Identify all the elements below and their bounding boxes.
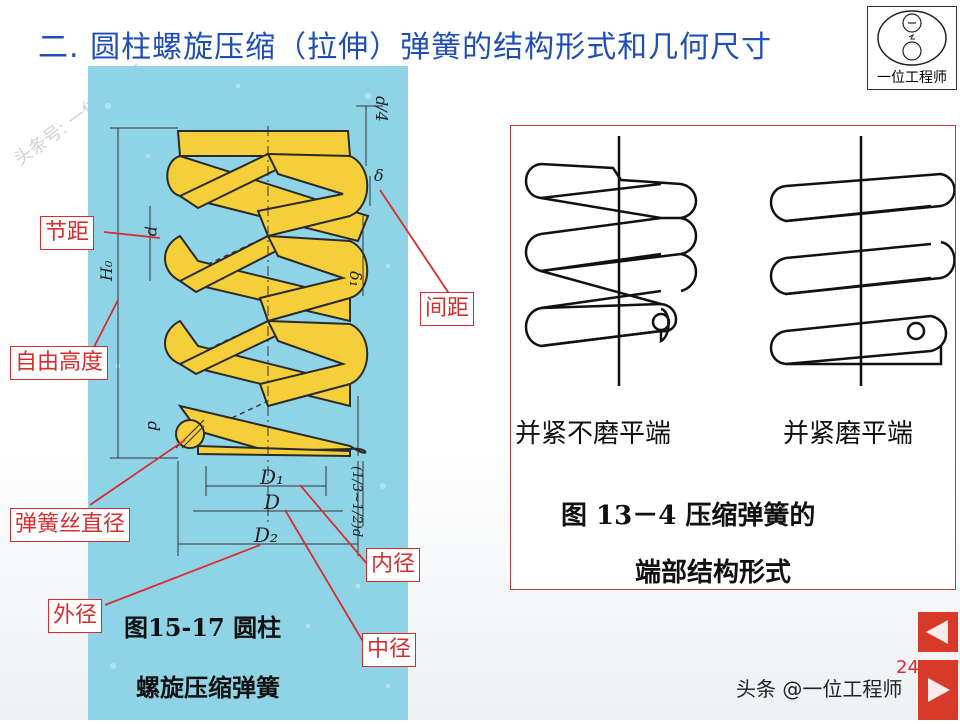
dim-D2: D₂ — [253, 523, 278, 547]
right-caption-1: 图 13－4 压缩弹簧的 — [561, 500, 815, 531]
logo-text: 一位工程师 — [877, 70, 947, 86]
end-structure-figure: 并紧不磨平端 并紧磨平端 图 13－4 压缩弹簧的 端部结构形式 — [510, 125, 956, 590]
dim-delta1: δ₁ — [346, 271, 365, 287]
spring-drawing: d/4 δ p H₀ δ₁ d (1/3~1/2)d D₁ D D₂ 图15-1… — [97, 84, 391, 702]
logo-icon — [877, 10, 947, 66]
dim-d4: d/4 — [372, 96, 391, 122]
label-ground-end: 并紧磨平端 — [783, 419, 913, 449]
page-title: 二. 圆柱螺旋压缩（拉伸）弹簧的结构形式和几何尺寸 — [38, 30, 773, 65]
callout-free-height: 自由高度 — [10, 346, 109, 380]
prev-slide-button[interactable] — [918, 612, 958, 652]
next-slide-button[interactable] — [918, 660, 958, 720]
callout-outer-diameter: 外径 — [48, 599, 103, 633]
left-caption-1: 图15-17 圆柱 — [124, 613, 281, 642]
dim-delta: δ — [374, 166, 384, 185]
callout-wire-diameter: 弹簧丝直径 — [10, 508, 131, 542]
triangle-left-icon — [926, 620, 948, 644]
spring-figure: d/4 δ p H₀ δ₁ d (1/3~1/2)d D₁ D D₂ 图15-1… — [88, 66, 408, 720]
left-caption-2: 螺旋压缩弹簧 — [136, 673, 280, 702]
dim-p: p — [144, 226, 163, 236]
label-unground-end: 并紧不磨平端 — [515, 419, 671, 449]
logo: 一位工程师 — [867, 6, 957, 90]
footer-credit: 头条 @一位工程师 — [736, 677, 903, 701]
dim-H0: H₀ — [97, 260, 116, 282]
right-caption-2: 端部结构形式 — [635, 558, 791, 588]
callout-inner-diameter: 内径 — [366, 548, 421, 582]
dim-bottom: (1/3~1/2)d — [349, 466, 364, 537]
end-structure-drawing: 并紧不磨平端 并紧磨平端 图 13－4 压缩弹簧的 端部结构形式 — [515, 136, 956, 588]
callout-gap: 间距 — [420, 292, 475, 326]
triangle-right-icon — [928, 678, 950, 702]
page-number: 24 — [896, 657, 919, 678]
dim-D: D — [263, 490, 280, 514]
dim-d: d — [144, 421, 163, 431]
callout-pitch: 节距 — [40, 216, 95, 250]
dim-D1: D₁ — [259, 465, 284, 489]
callout-mean-diameter: 中径 — [362, 633, 417, 667]
